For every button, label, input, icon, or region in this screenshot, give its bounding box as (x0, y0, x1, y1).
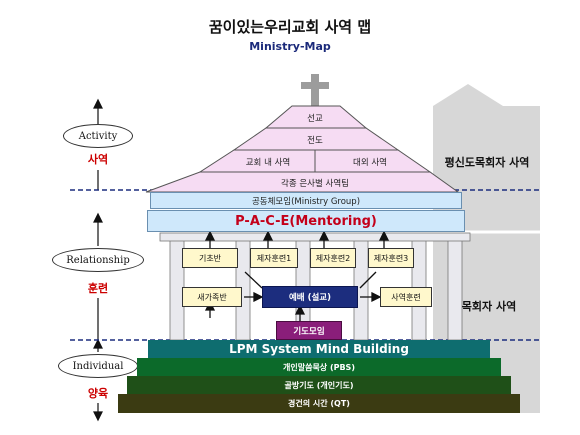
training-box-discipleship-1: 제자훈련1 (250, 248, 298, 268)
level-oval-individual: Individual (58, 354, 138, 378)
roof-tier3-left-text: 교회 내 사역 (245, 158, 291, 168)
pace-mentoring-band: P-A-C-E(Mentoring) (147, 210, 465, 232)
page-title: 꿈이있는우리교회 사역 맵 (208, 17, 372, 36)
axis-arrows (93, 98, 103, 422)
prayer-meeting-box: 기도모임 (276, 321, 342, 340)
level-label-individual: 양육 (87, 387, 109, 400)
roof-tier2-text: 전도 (307, 136, 323, 146)
training-box-discipleship-2: 제자훈련2 (310, 248, 356, 268)
step-prayer-room: 골방기도 (개인기도) (127, 376, 511, 394)
step-qt: 경건의 시간 (QT) (118, 394, 520, 413)
training-box-ministry: 사역훈련 (380, 287, 432, 307)
side-label-pastor-ministry: 목회자 사역 (461, 299, 517, 313)
roof-tier4-text: 각종 은사별 사역팀 (281, 179, 349, 189)
roof (145, 105, 460, 193)
level-oval-activity: Activity (63, 124, 133, 148)
level-label-activity: 사역 (87, 153, 109, 166)
side-label-lay-ministry: 평신도목회자 사역 (444, 155, 530, 169)
roof-tier3-right-text: 대외 사역 (353, 158, 387, 168)
ministry-group-band: 공동체모임(Ministry Group) (150, 192, 462, 209)
page-subtitle: Ministry-Map (249, 39, 331, 53)
step-lpm-system: LPM System Mind Building (148, 340, 490, 358)
worship-sermon-box: 예배 (설교) (262, 286, 358, 308)
roof-tier1-text: 선교 (307, 114, 323, 124)
level-label-relationship: 훈련 (87, 282, 109, 295)
level-oval-relationship: Relationship (52, 248, 144, 272)
cross-icon (301, 74, 329, 106)
training-arrows (204, 230, 390, 325)
training-box-basic: 기초반 (182, 248, 238, 268)
training-box-discipleship-3: 제자훈련3 (368, 248, 414, 268)
training-box-new-family: 새가족반 (182, 287, 242, 307)
step-pbs: 개인말씀묵상 (PBS) (137, 358, 501, 376)
